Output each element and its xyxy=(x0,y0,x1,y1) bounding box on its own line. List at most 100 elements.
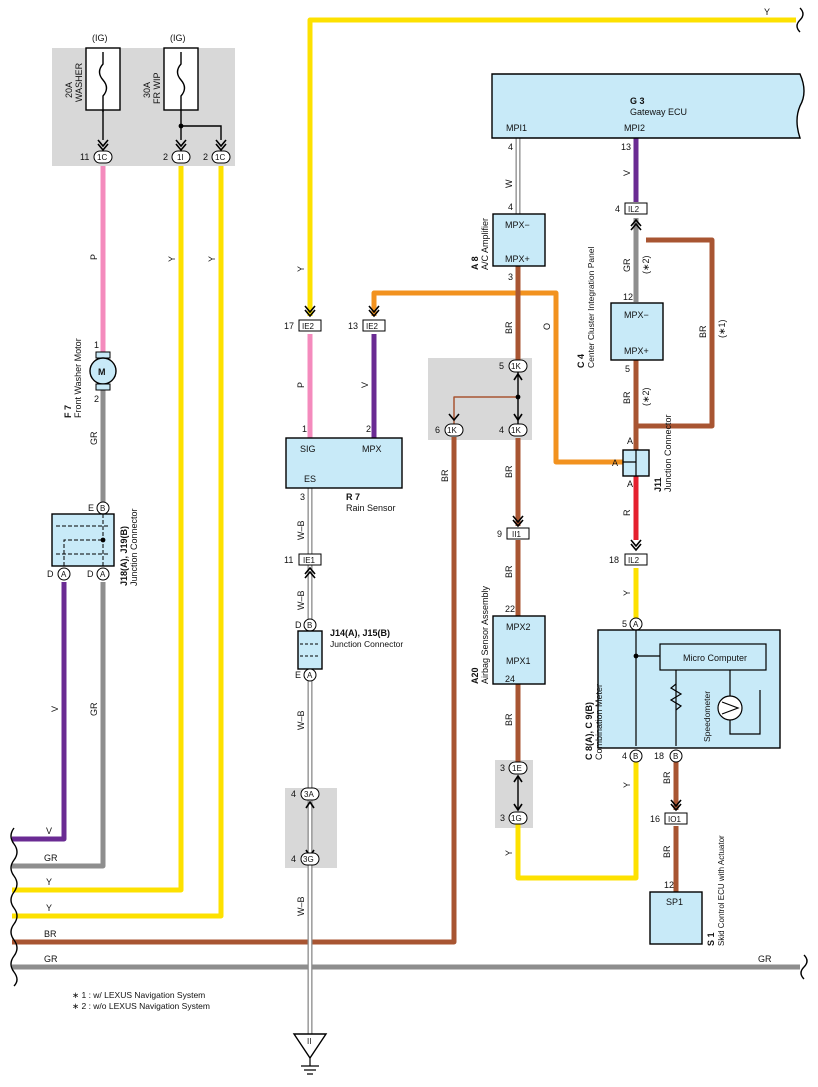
chevron-il2-b xyxy=(630,539,642,552)
pin-9-ii1-label: 9 xyxy=(497,529,502,539)
j11-pin-a-top: A xyxy=(627,436,633,446)
speedometer-needle xyxy=(721,701,740,715)
junction-left-pin-e-label: B xyxy=(100,504,105,513)
connector-il2-a: IL2 4 xyxy=(615,202,648,231)
wlabel-r: R xyxy=(622,509,632,516)
connector-il2-b: IL2 18 xyxy=(609,539,648,566)
wlabel-br-bottom: BR xyxy=(44,929,57,939)
rain-pin-mpx: MPX xyxy=(362,444,382,454)
wlabel-gr-il2: GR xyxy=(622,258,632,272)
j11-code: J11 xyxy=(653,477,663,492)
j11-inner xyxy=(623,450,637,476)
ac-name: A/C Amplifier xyxy=(480,218,490,270)
meter-code: C 8(A), C 9(B) xyxy=(584,702,594,760)
skid-box xyxy=(649,891,703,945)
chevron-washer xyxy=(97,139,109,152)
break-bottom-right xyxy=(800,954,808,980)
connector-ie2-b-label: IE2 xyxy=(366,322,379,331)
washer-motor-cap-top xyxy=(95,351,111,359)
junction-left-inner xyxy=(56,514,110,566)
airbag-pin22: 22 xyxy=(505,604,515,614)
wlabel-gr-left: GR xyxy=(89,702,99,716)
connector-1g: 1G 3 xyxy=(500,811,528,825)
c4-pin-mpx-plus: MPX+ xyxy=(624,346,649,356)
meter-pin18: 18 xyxy=(654,751,664,761)
meter-name: Combination Meter xyxy=(594,684,604,760)
wlabel-br-airbag: BR xyxy=(504,713,514,726)
wire-y-meter xyxy=(515,760,639,881)
chevron-1i xyxy=(175,139,187,152)
washer-motor-pin1: 1 xyxy=(94,340,99,350)
junction-left-d2-label: D xyxy=(87,569,94,579)
ground-lines xyxy=(301,1058,319,1075)
connector-3g-label: 3G xyxy=(303,855,314,864)
j11-pin-a-bottom: A xyxy=(627,479,633,489)
break-left xyxy=(10,827,18,987)
wire-labels: Y P Y Y GR V GR Y P V W–B W–B W–B W–B BR… xyxy=(44,7,772,964)
wlabel-y-fuse1: Y xyxy=(167,256,177,262)
connector-il2-a-label: IL2 xyxy=(628,205,640,214)
washer-motor-cap-bottom xyxy=(95,383,111,391)
chevrons-ie2 xyxy=(304,305,380,318)
wlabel-v-gateway: V xyxy=(622,170,632,176)
center-panel-box xyxy=(610,302,664,361)
fuse-block-shade xyxy=(52,48,235,166)
fuse-washer-supply: (IG) xyxy=(92,33,108,43)
airbag-pin-mpx1: MPX1 xyxy=(506,656,531,666)
pin-5-1k-label: 5 xyxy=(499,361,504,371)
junction-left-node xyxy=(100,537,106,543)
j11-pin-a-left: A xyxy=(612,458,618,468)
ac-code: A 8 xyxy=(470,256,480,270)
meter-pin4: 4 xyxy=(622,751,627,761)
connector-il2-b-label: IL2 xyxy=(628,556,640,565)
center-cluster-panel: 12 MPX− MPX+ 5 C 4 Center Cluster Integr… xyxy=(576,246,664,374)
wlabel-br-c4: BR xyxy=(622,391,632,404)
wlabel-wb-2: W–B xyxy=(296,590,306,610)
gateway-code: G 3 xyxy=(630,96,645,106)
ac-amp-box xyxy=(492,213,546,267)
junction-left-pin-a1 xyxy=(57,567,71,581)
junction-left: B E A D A D J18(A), J19(B) Junction Conn… xyxy=(47,501,139,586)
connector-ie1: IE1 11 xyxy=(284,553,322,579)
junction-left-pin-a2 xyxy=(96,567,110,581)
ground-label: II xyxy=(307,1037,311,1046)
wlabel-p-sig: P xyxy=(296,382,306,388)
wire-gr-left xyxy=(12,582,106,869)
junction-mid-code: J14(A), J15(B) xyxy=(330,628,390,638)
junction-j11: A A A J11 Junction Connector xyxy=(612,414,673,492)
wlabel-gr-bottom: GR xyxy=(44,853,58,863)
ground-symbol: II xyxy=(292,1033,328,1075)
pin-2-fuse2-label: 2 xyxy=(203,152,208,162)
airbag-assembly: 22 MPX2 MPX1 24 A20 Airbag Sensor Assemb… xyxy=(470,585,546,685)
node-1k xyxy=(515,394,521,400)
gateway-pin-mpi2: MPI2 xyxy=(624,123,645,133)
skid-code: S 1 xyxy=(706,932,716,946)
rain-pin3: 3 xyxy=(300,492,305,502)
wlabel-gr-bottom-right: GR xyxy=(758,954,772,964)
wlabel-y-rain: Y xyxy=(296,266,306,272)
pin-3-1g-label: 3 xyxy=(500,813,505,823)
c4-code: C 4 xyxy=(576,354,586,368)
chevron-io1 xyxy=(670,799,682,812)
meter-pin-b1-label: B xyxy=(633,752,638,761)
meter-micro-box xyxy=(659,643,767,671)
connector-3g: 3G 4 xyxy=(291,852,320,866)
junction-mid-pin-a-label: A xyxy=(307,671,313,680)
wire-o xyxy=(371,290,623,465)
wlabel-y-il2: Y xyxy=(622,590,632,596)
wire-break-marks xyxy=(10,7,808,987)
rain-pin-es: ES xyxy=(304,474,316,484)
skid-pin12: 12 xyxy=(664,880,674,890)
connector-1c-a-label: 1C xyxy=(97,153,107,162)
wlabel-w: W xyxy=(504,179,514,188)
break-top-right xyxy=(796,7,804,33)
junction-left-e-label: E xyxy=(88,503,94,513)
meter-pin5: 5 xyxy=(622,619,627,629)
wire-y-fuse1 xyxy=(12,166,184,893)
pin-6-1k-label: 6 xyxy=(435,425,440,435)
wlabel-br-meter: BR xyxy=(662,771,672,784)
junction-mid-pin-b-label: B xyxy=(307,621,312,630)
connector-1i-label: 1I xyxy=(177,153,184,162)
connector-ie1-label: IE1 xyxy=(303,556,316,565)
chevrons-fuse xyxy=(97,139,227,152)
